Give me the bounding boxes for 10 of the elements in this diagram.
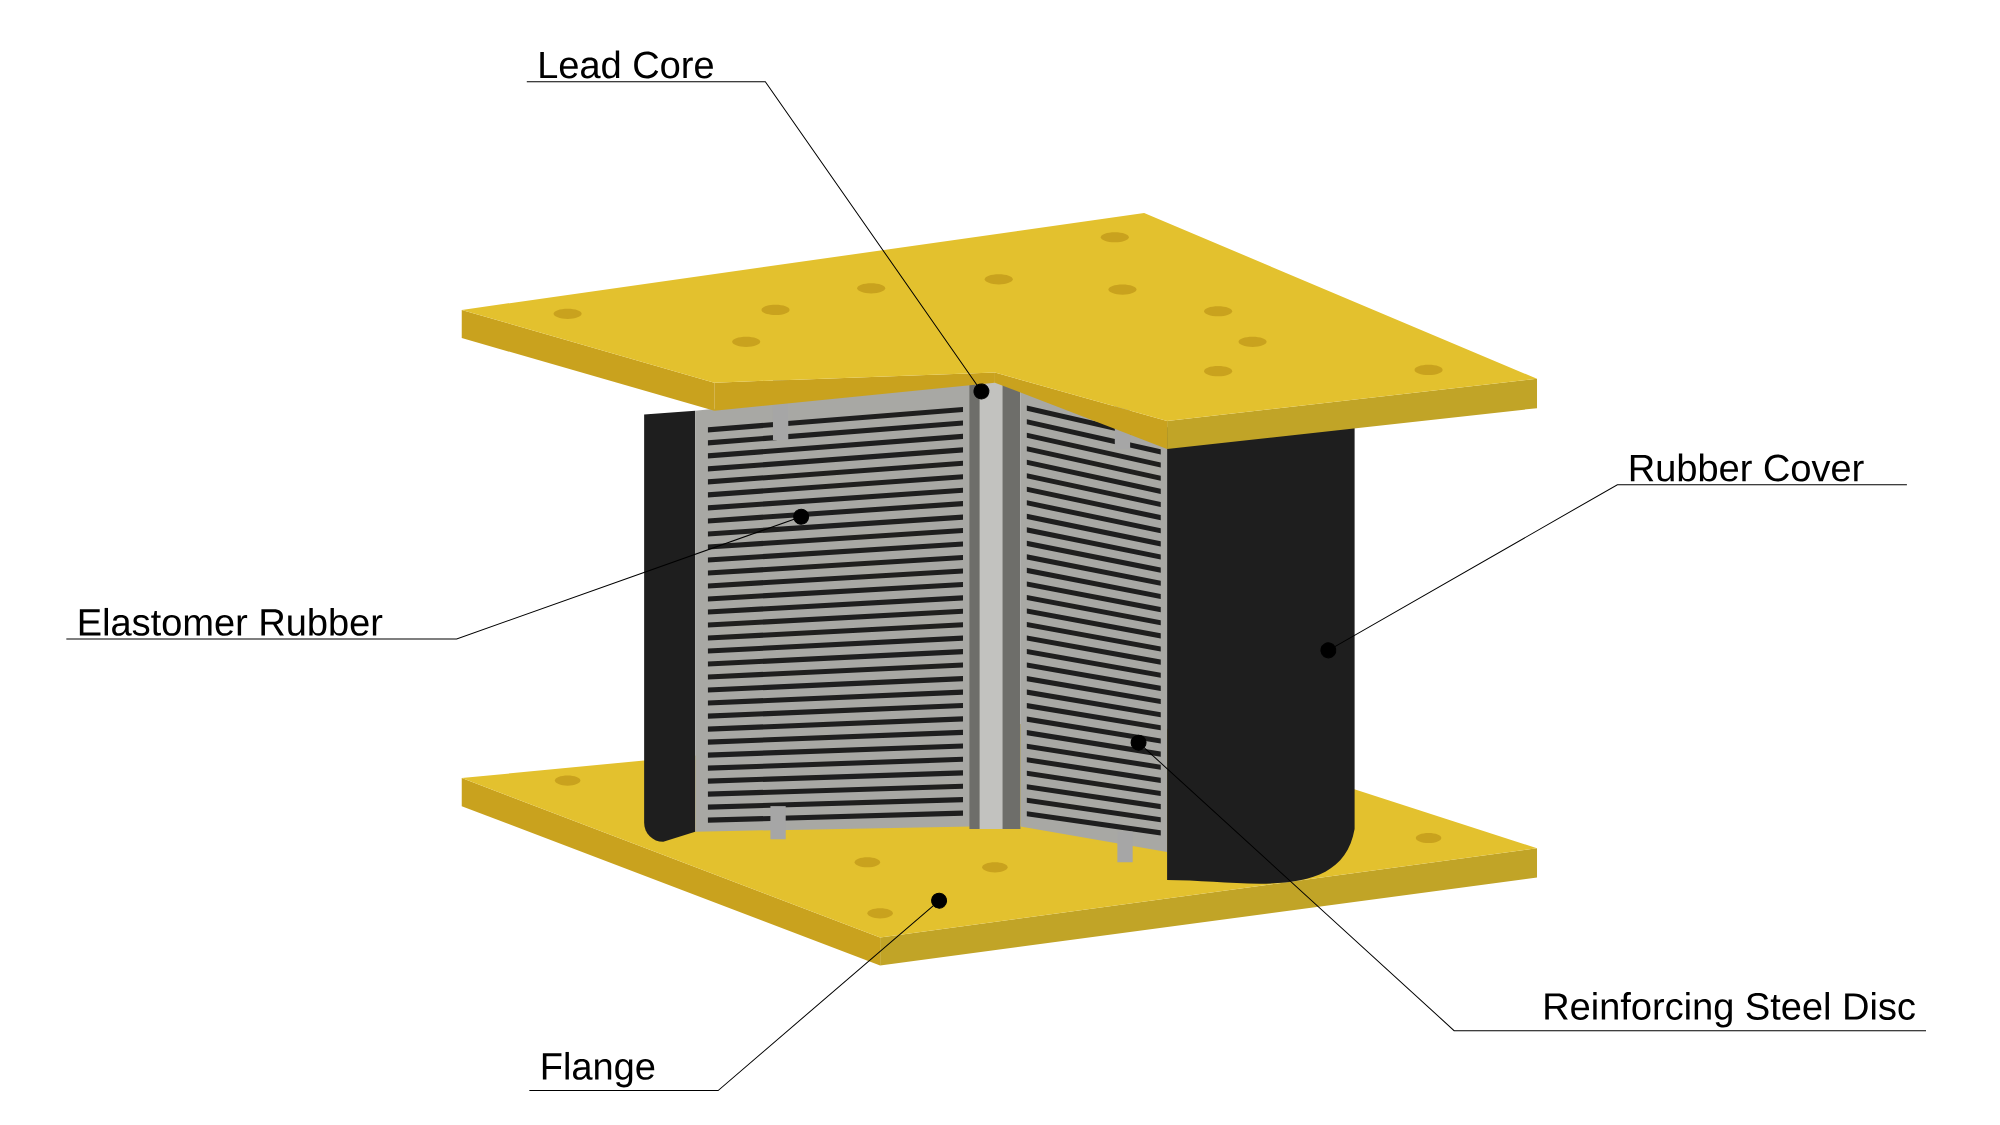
part-label: Reinforcing Steel Disc [1545,992,1915,1028]
leader-line [1130,734,1927,1032]
part-label: Lead Core [540,50,713,79]
leader-line [65,508,810,640]
leader-line [526,81,990,400]
part-label: Rubber Cover [1630,453,1864,482]
leader-line [1320,484,1908,659]
leader-line [528,892,948,1092]
part-label: Flange [542,1051,655,1088]
part-label: Elastomer Rubber [79,607,383,636]
